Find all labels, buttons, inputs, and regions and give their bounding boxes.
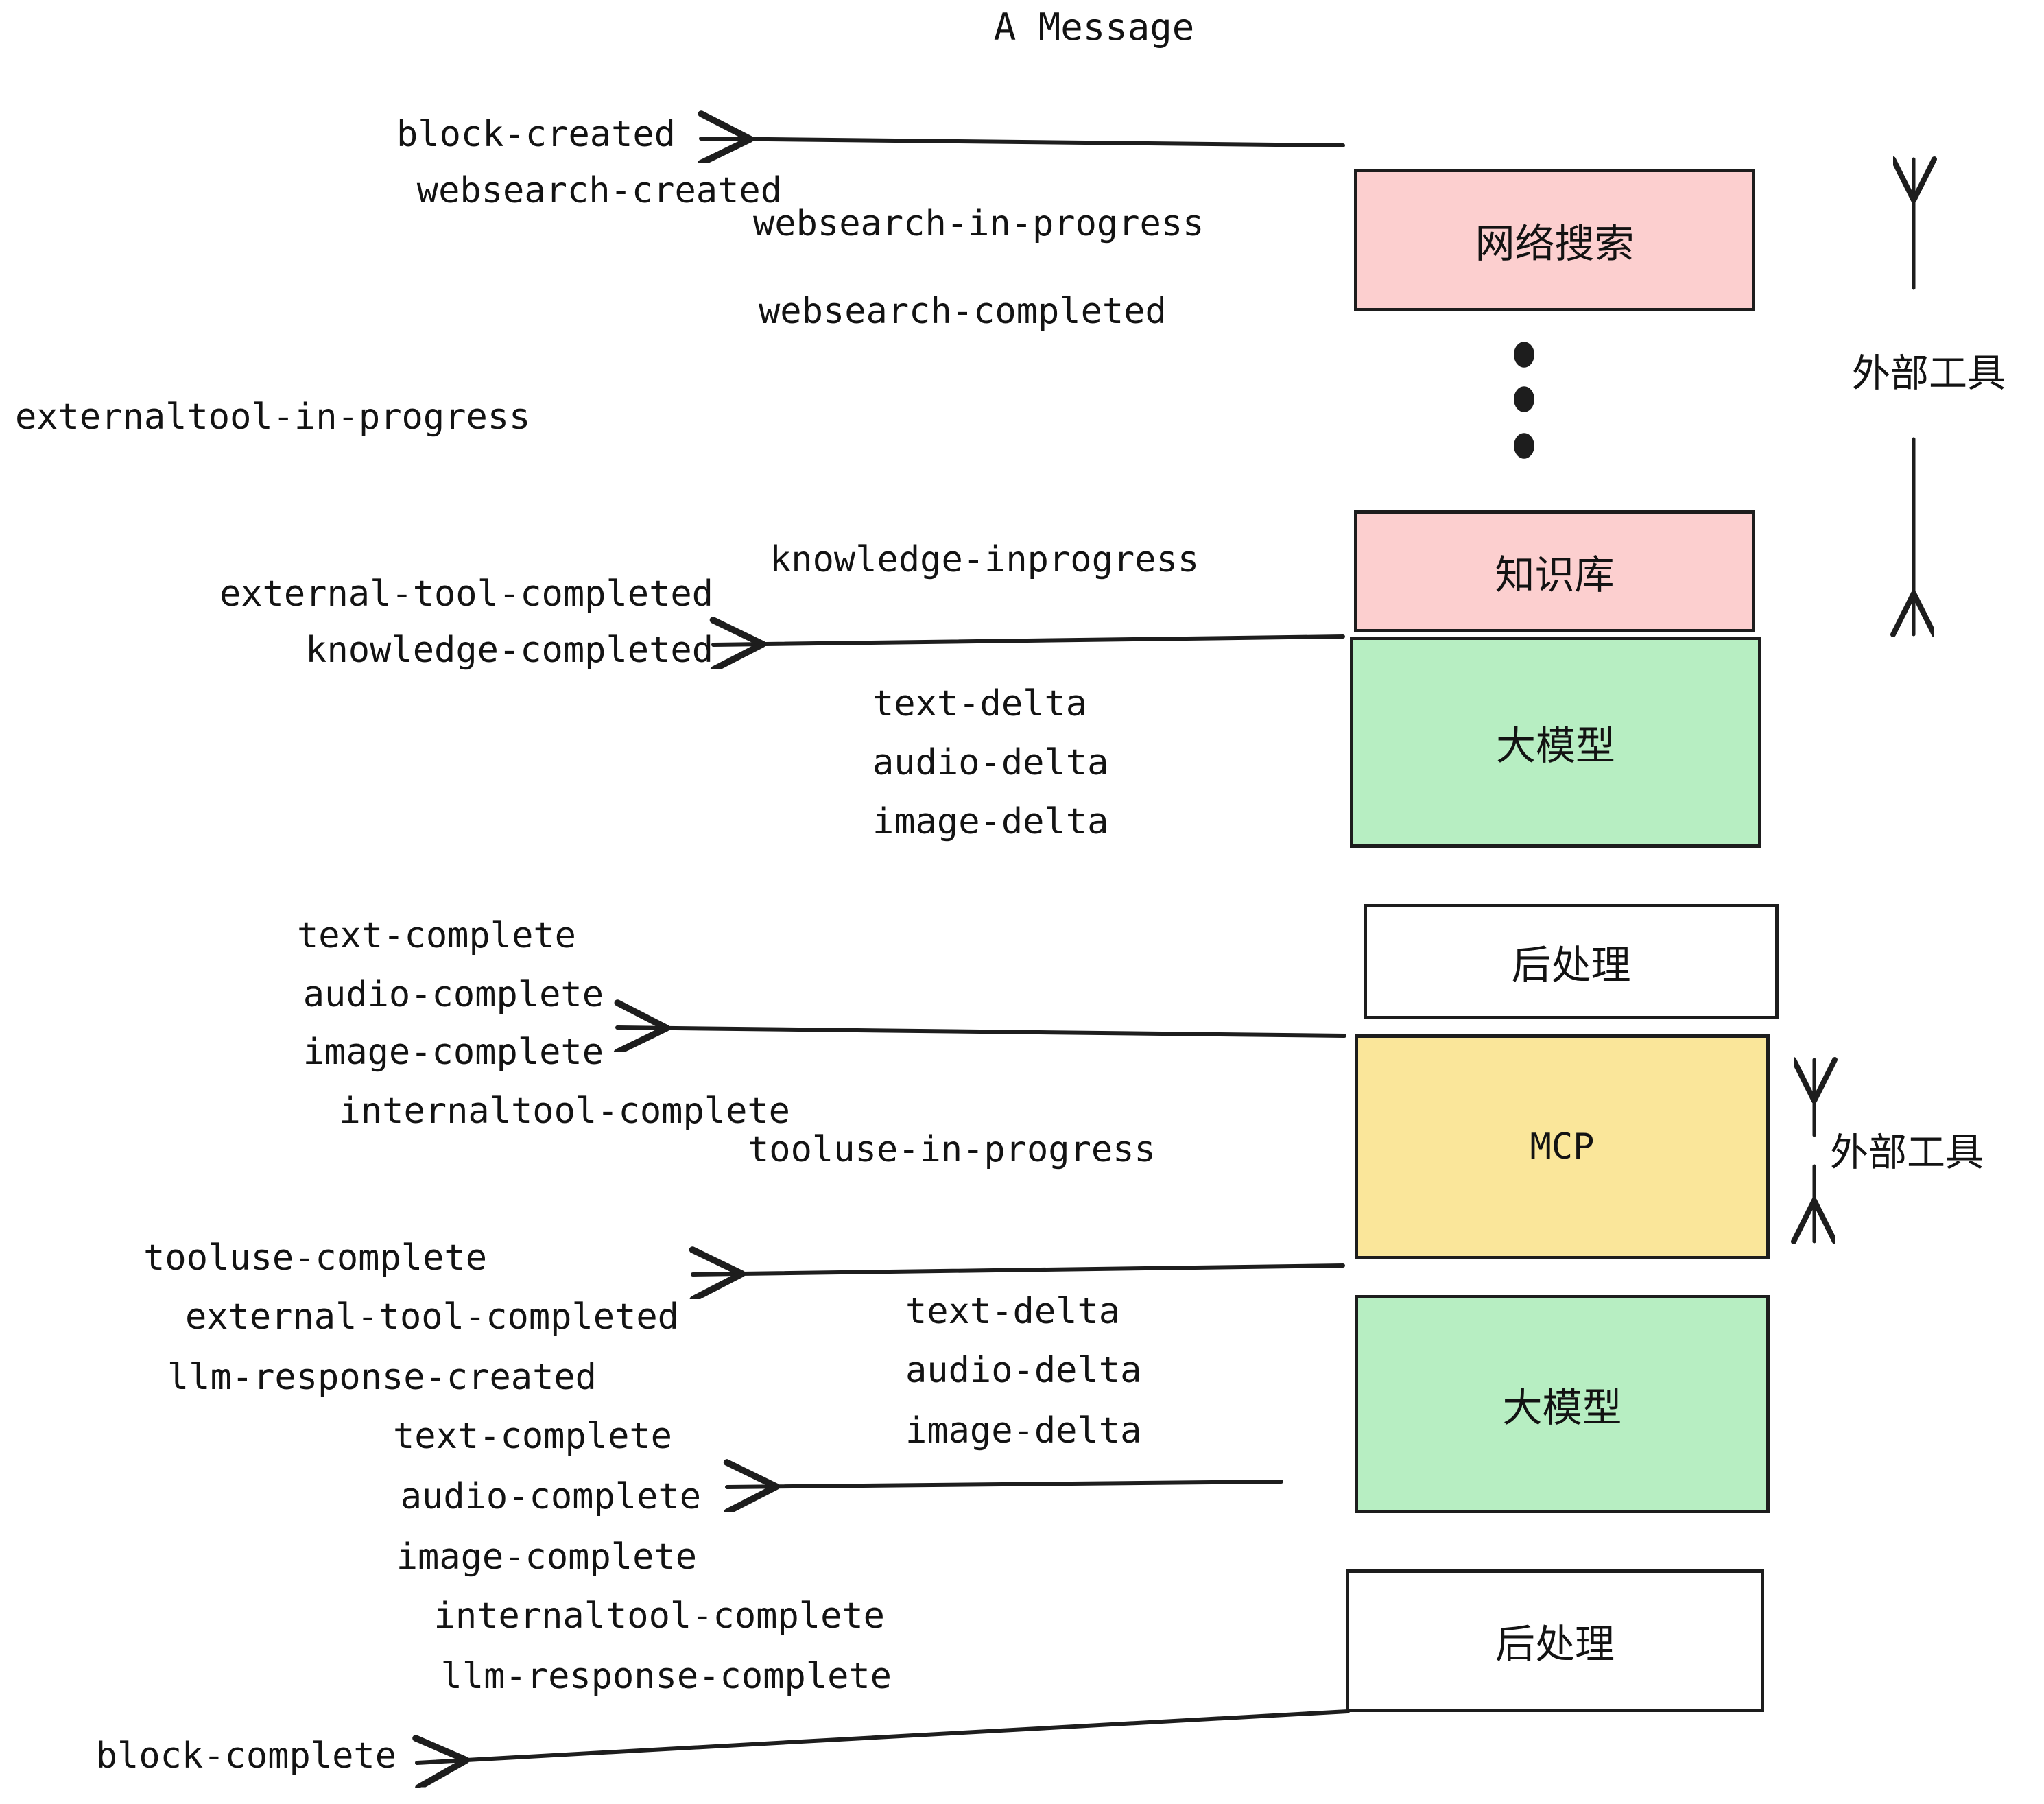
scope-arrows	[1814, 159, 1914, 1242]
event-label-block-created: block-created	[396, 114, 676, 155]
event-label-audio-complete-2: audio-complete	[400, 1476, 701, 1517]
node-box-postproc-1[interactable]	[1364, 904, 1779, 1019]
event-label-knowledge-inprogress: knowledge-inprogress	[770, 539, 1200, 580]
event-label-audio-delta-2: audio-delta	[905, 1350, 1142, 1391]
event-label-external-tool-completed-1: external-tool-completed	[219, 573, 713, 615]
event-label-audio-delta-1: audio-delta	[872, 742, 1109, 783]
node-box-websearch[interactable]	[1354, 169, 1755, 311]
flow-arrow-arrow-knowledge-completed	[713, 637, 1345, 645]
scope-label-external-tools-top: 外部工具	[1852, 351, 2006, 396]
flow-arrow-arrow-tooluse-complete	[693, 1266, 1345, 1274]
event-label-image-complete-1: image-complete	[302, 1032, 604, 1073]
event-label-image-complete-2: image-complete	[396, 1536, 697, 1578]
event-label-knowledge-completed: knowledge-completed	[305, 630, 713, 671]
event-label-text-complete-1: text-complete	[297, 915, 576, 956]
event-label-tooluse-complete: tooluse-complete	[143, 1237, 487, 1279]
node-box-llm-2[interactable]	[1355, 1295, 1770, 1513]
event-label-audio-complete-1: audio-complete	[302, 974, 604, 1015]
event-label-llm-response-complete: llm-response-complete	[440, 1656, 892, 1697]
flow-arrow-arrow-audio-complete	[727, 1482, 1283, 1487]
ellipsis-dot-1	[1514, 342, 1534, 368]
ellipsis-dot-2	[1514, 386, 1534, 412]
ellipsis-dot-3	[1514, 433, 1534, 459]
flow-arrows	[417, 139, 1350, 1763]
flow-arrow-arrow-block-complete	[417, 1709, 1350, 1763]
event-label-text-delta-1: text-delta	[872, 683, 1088, 724]
event-label-external-tool-completed-2: external-tool-completed	[185, 1296, 679, 1338]
event-label-image-delta-1: image-delta	[872, 801, 1109, 842]
page-title: A Message	[993, 5, 1195, 49]
flow-arrow-arrow-image-complete	[617, 1028, 1346, 1036]
event-label-block-complete: block-complete	[95, 1735, 396, 1777]
event-label-internaltool-complete-1: internaltool-complete	[339, 1091, 790, 1132]
node-box-postproc-2[interactable]	[1346, 1569, 1764, 1712]
event-label-externaltool-in-progress: externaltool-in-progress	[15, 396, 531, 438]
event-label-text-delta-2: text-delta	[905, 1291, 1121, 1332]
event-label-internaltool-complete-2: internaltool-complete	[433, 1595, 885, 1637]
event-label-websearch-completed: websearch-completed	[759, 291, 1167, 332]
node-box-llm-1[interactable]	[1350, 637, 1761, 848]
flow-arrow-arrow-block-created	[701, 139, 1345, 145]
event-label-tooluse-in-progress: tooluse-in-progress	[748, 1129, 1156, 1170]
node-box-mcp[interactable]	[1355, 1034, 1770, 1259]
event-label-image-delta-2: image-delta	[905, 1410, 1142, 1451]
scope-label-external-tools-bottom: 外部工具	[1830, 1130, 1984, 1176]
event-label-llm-response-created: llm-response-created	[167, 1357, 597, 1398]
event-label-text-complete-2: text-complete	[393, 1416, 672, 1457]
node-box-knowledge[interactable]	[1354, 510, 1755, 632]
event-label-websearch-in-progress: websearch-in-progress	[753, 203, 1204, 244]
vertical-ellipsis	[1514, 342, 1534, 459]
event-label-websearch-created: websearch-created	[416, 170, 782, 211]
